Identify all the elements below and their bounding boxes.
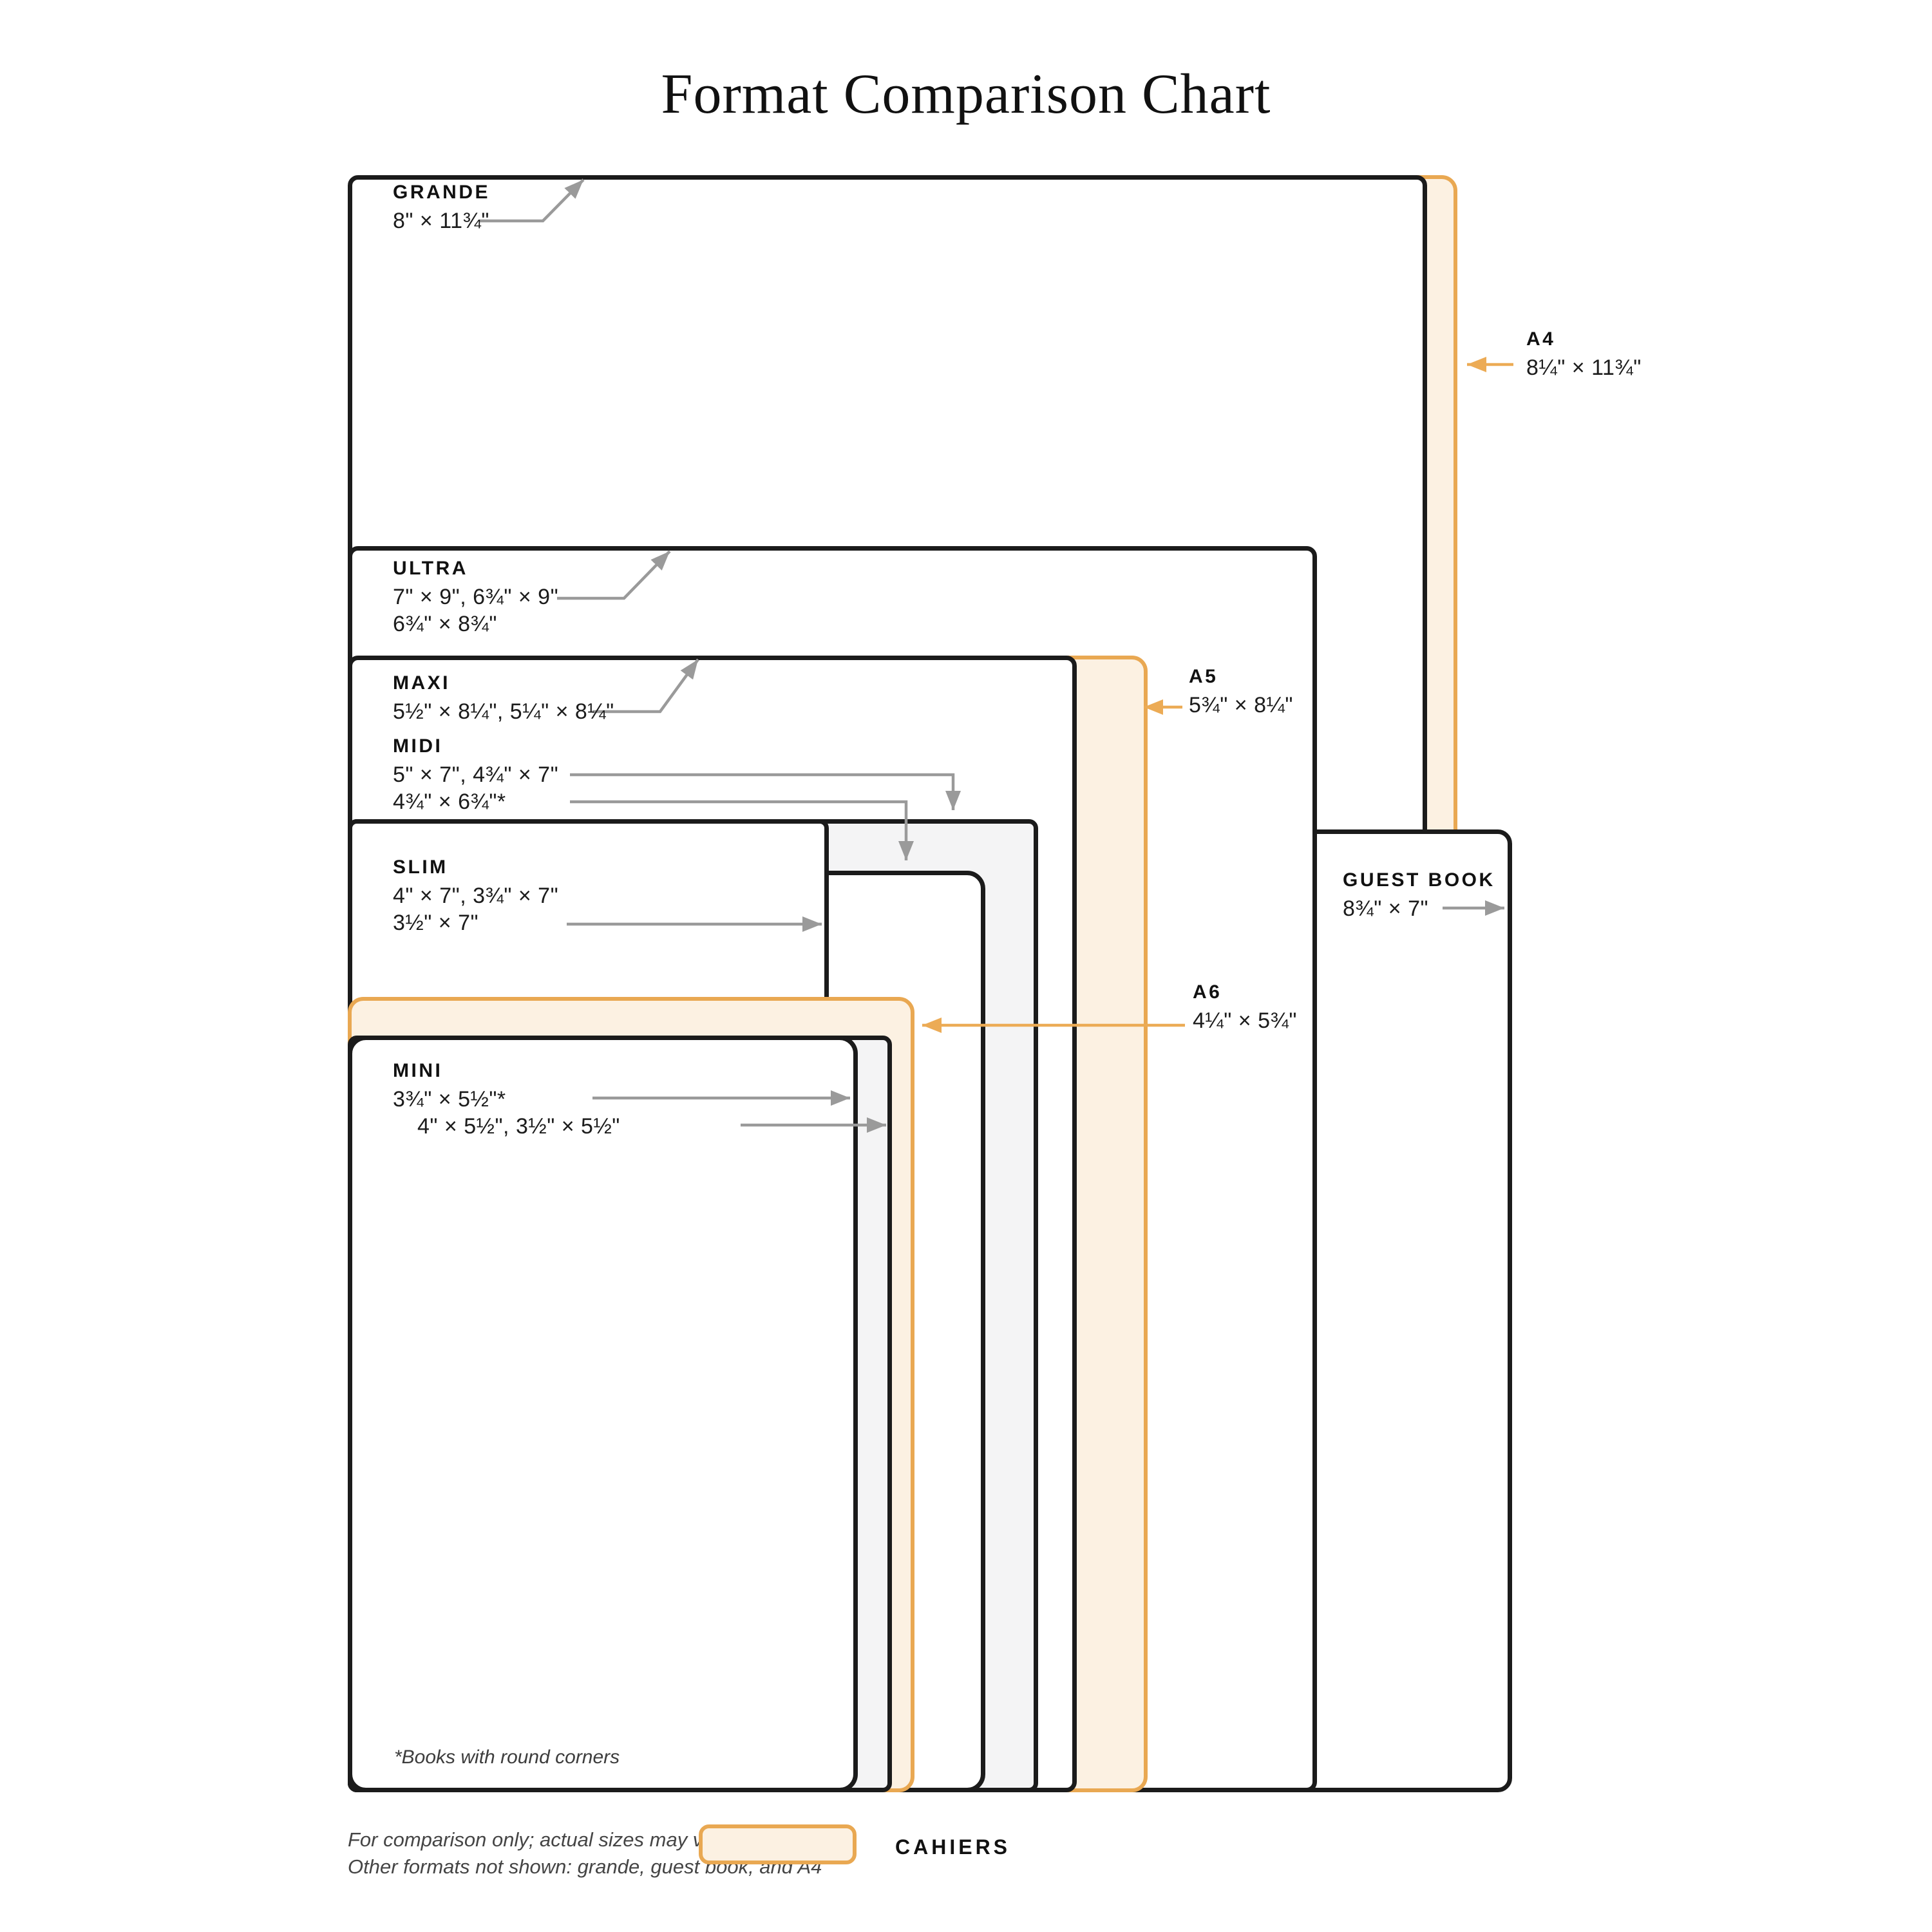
format-name-a5: A5 [1189,666,1218,687]
format-name-a6: A6 [1193,981,1222,1003]
format-label-guest-book: GUEST BOOK 8¾" × 7" [1343,869,1495,922]
disclaimer-line-1: For comparison only; actual sizes may va… [348,1828,731,1851]
format-dims-slim-1: 4" × 7", 3¾" × 7" [393,884,559,908]
format-label-a4: A4 8¼" × 11¾" [1526,328,1642,381]
format-dims-slim-2: 3½" × 7" [393,911,479,935]
format-dims-ultra-2: 6¾" × 8¾" [393,612,497,636]
cahiers-legend-label: CAHIERS [895,1835,1011,1859]
format-name-slim: SLIM [393,857,448,878]
format-name-guest-book: GUEST BOOK [1343,869,1495,891]
format-name-mini: MINI [393,1060,443,1081]
arrow-midi-2 [570,800,914,860]
format-dims-mini-2: 4" × 5½", 3½" × 5½" [417,1114,620,1139]
format-label-a5: A5 5¾" × 8¼" [1189,666,1293,719]
format-dims-a5-1: 5¾" × 8¼" [1189,693,1293,717]
format-name-grande: GRANDE [393,182,491,203]
format-dims-midi-1: 5" × 7", 4¾" × 7" [393,762,559,787]
format-dims-a4-1: 8¼" × 11¾" [1526,355,1642,380]
arrow-grande [480,178,585,223]
format-rect-mini-round [348,1036,858,1792]
format-label-a6: A6 4¼" × 5¾" [1193,981,1297,1034]
format-dims-ultra-1: 7" × 9", 6¾" × 9" [393,585,559,609]
round-corners-footnote: *Books with round corners [394,1747,620,1768]
format-dims-guest-book-1: 8¾" × 7" [1343,896,1429,921]
format-dims-maxi-1: 5½" × 8¼", 5¼" × 8¼" [393,699,614,724]
format-label-mini: MINI 3¾" × 5½"*4" × 5½", 3½" × 5½" [393,1060,620,1140]
format-label-midi: MIDI 5" × 7", 4¾" × 7" 4¾" × 6¾"* [393,735,558,815]
format-name-maxi: MAXI [393,672,450,694]
format-dims-grande-1: 8" × 11¾" [393,209,489,233]
format-name-midi: MIDI [393,735,443,757]
format-label-ultra: ULTRA 7" × 9", 6¾" × 9" 6¾" × 8¾" [393,558,558,638]
format-dims-a6-1: 4¼" × 5¾" [1193,1009,1297,1033]
cahiers-legend-swatch [699,1824,857,1864]
format-name-a4: A4 [1526,328,1556,350]
arrow-ultra [557,550,671,600]
format-dims-mini-1: 3¾" × 5½"* [393,1087,506,1112]
format-label-maxi: MAXI 5½" × 8¼", 5¼" × 8¼" [393,672,614,725]
page-title: Format Comparison Chart [661,63,1271,126]
arrow-midi-1 [570,773,961,810]
format-name-ultra: ULTRA [393,558,468,579]
format-label-grande: GRANDE 8" × 11¾" [393,182,490,234]
format-label-slim: SLIM 4" × 7", 3¾" × 7" 3½" × 7" [393,857,558,936]
format-dims-midi-2: 4¾" × 6¾"* [393,790,506,814]
arrow-maxi [592,658,699,714]
